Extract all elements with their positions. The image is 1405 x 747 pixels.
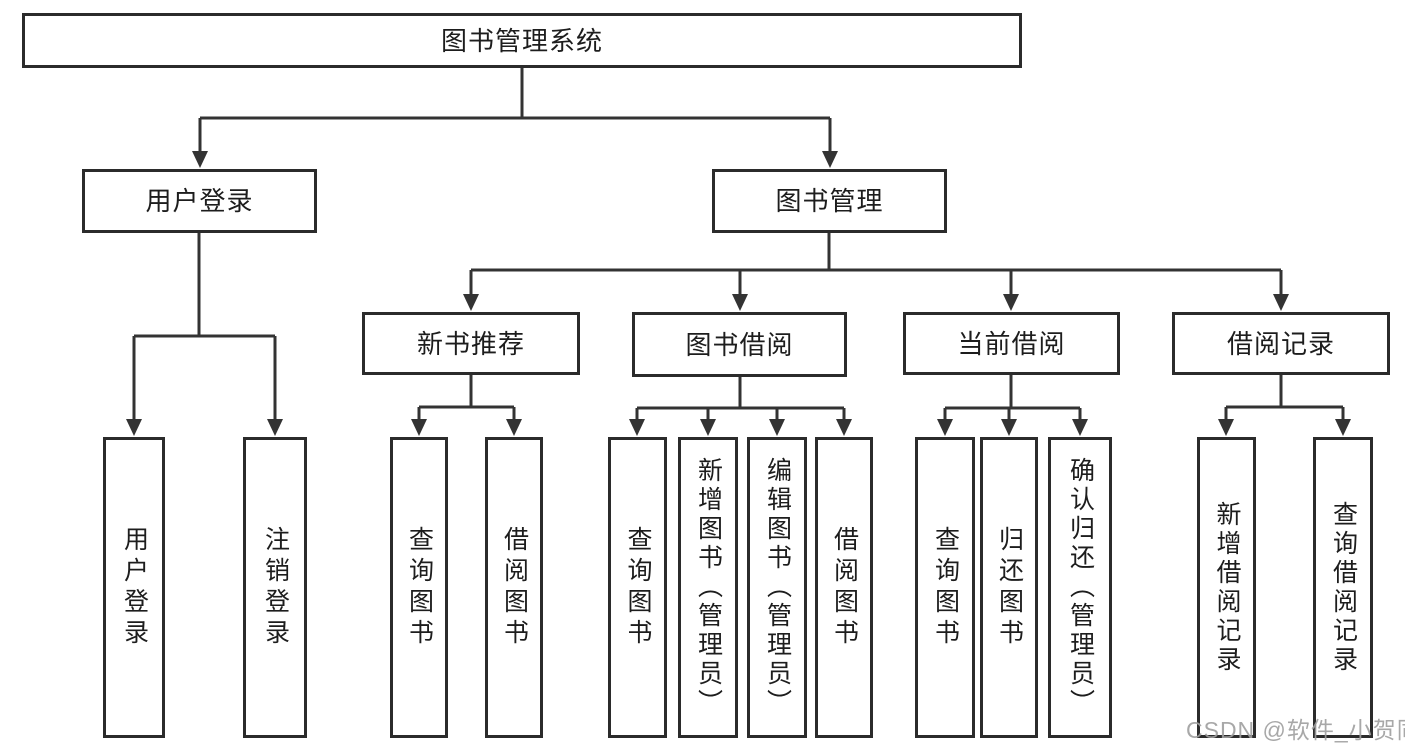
leaf-query-books-2: 查询图书 [608,437,667,738]
leaf-edit-books-admin: 编辑图书（管理员） [747,437,807,738]
leaf-query-books-3: 查询图书 [915,437,975,738]
leaf-add-borrow-record: 新增借阅记录 [1197,437,1256,738]
node-book-management: 图书管理 [712,169,947,233]
leaf-return-books-label: 归还图书 [995,525,1024,650]
node-book-borrow: 图书借阅 [632,312,847,377]
leaf-return-books: 归还图书 [980,437,1038,738]
leaf-logout: 注销登录 [243,437,307,738]
leaf-logout-label: 注销登录 [261,525,290,650]
leaf-query-books-3-label: 查询图书 [931,525,960,650]
leaf-query-books-1-label: 查询图书 [405,525,434,650]
leaf-borrow-books-1-label: 借阅图书 [500,525,529,650]
leaf-add-books-admin-label: 新增图书（管理员） [694,457,723,718]
leaf-borrow-books-2-label: 借阅图书 [830,525,859,650]
csdn-watermark: CSDN @软件_小贺同学 [1186,717,1405,743]
node-new-book-recommend: 新书推荐 [362,312,580,375]
leaf-confirm-return-admin-label: 确认归还（管理员） [1066,457,1095,718]
leaf-query-books-2-label: 查询图书 [624,525,652,650]
leaf-user-login-label: 用户登录 [120,525,149,650]
leaf-add-books-admin: 新增图书（管理员） [678,437,738,738]
leaf-edit-books-admin-label: 编辑图书（管理员） [763,457,792,718]
leaf-query-borrow-record: 查询借阅记录 [1313,437,1373,738]
leaf-add-borrow-record-label: 新增借阅记录 [1213,500,1241,675]
leaf-user-login: 用户登录 [103,437,165,738]
leaf-query-borrow-record-label: 查询借阅记录 [1329,500,1358,675]
node-root-library-system: 图书管理系统 [22,13,1022,68]
leaf-confirm-return-admin: 确认归还（管理员） [1048,437,1112,738]
node-borrow-records: 借阅记录 [1172,312,1390,375]
node-current-borrow: 当前借阅 [903,312,1120,375]
leaf-borrow-books-1: 借阅图书 [485,437,543,738]
node-user-login: 用户登录 [82,169,317,233]
leaf-query-books-1: 查询图书 [390,437,448,738]
leaf-borrow-books-2: 借阅图书 [815,437,873,738]
